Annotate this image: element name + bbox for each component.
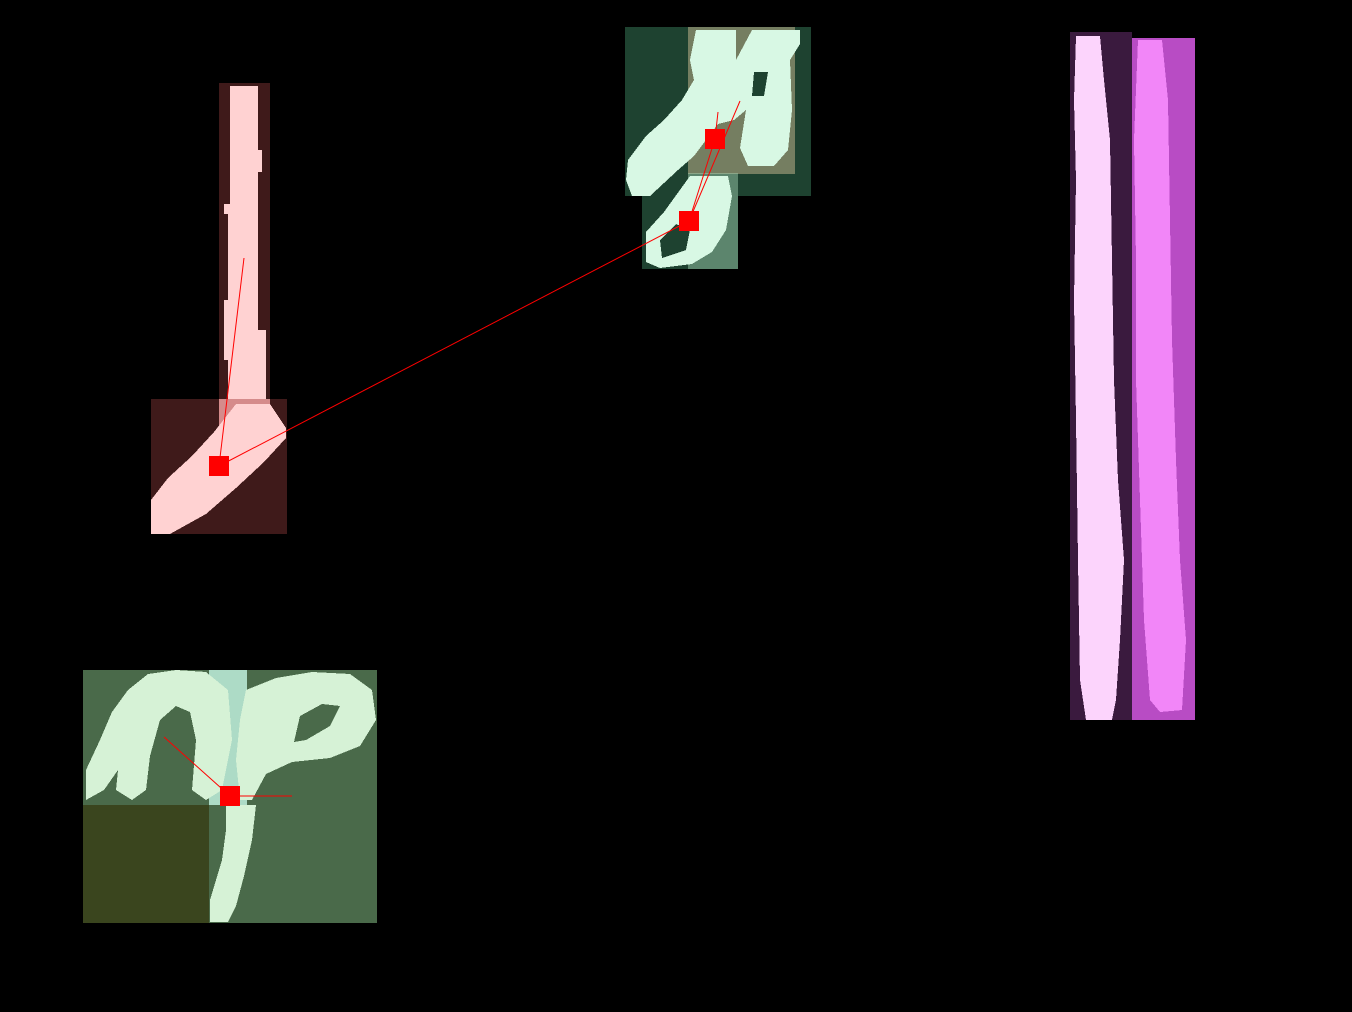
mint-upper-counter <box>752 72 768 96</box>
green-left-ink <box>86 670 232 800</box>
node-mint-upper <box>705 129 725 149</box>
node-pink <box>209 456 229 476</box>
link-mint-lower-to-upper-b <box>688 100 741 222</box>
links-layer <box>163 100 741 797</box>
link-mint-lower-to-upper-a <box>688 138 716 222</box>
green-descender-ink <box>210 805 256 922</box>
magenta-right-ink <box>1134 40 1186 712</box>
link-pink-to-mint <box>218 220 690 467</box>
pink-stroke-component <box>151 83 287 534</box>
node-mint-lower <box>679 211 699 231</box>
green-lower-left-box <box>83 805 209 923</box>
node-green <box>220 786 240 806</box>
magenta-left-ink <box>1074 36 1124 720</box>
magenta-columns-component <box>1070 32 1195 720</box>
pink-blob-notch <box>222 470 287 534</box>
pink-bar-ink <box>224 86 266 432</box>
link-green-left-to-center <box>163 736 231 797</box>
green-right-counter <box>294 704 340 742</box>
green-glyph-component <box>83 670 377 923</box>
nodes-layer <box>209 129 725 806</box>
link-pink-bar-to-blob <box>218 257 245 467</box>
mint-upper-ink <box>626 30 800 196</box>
